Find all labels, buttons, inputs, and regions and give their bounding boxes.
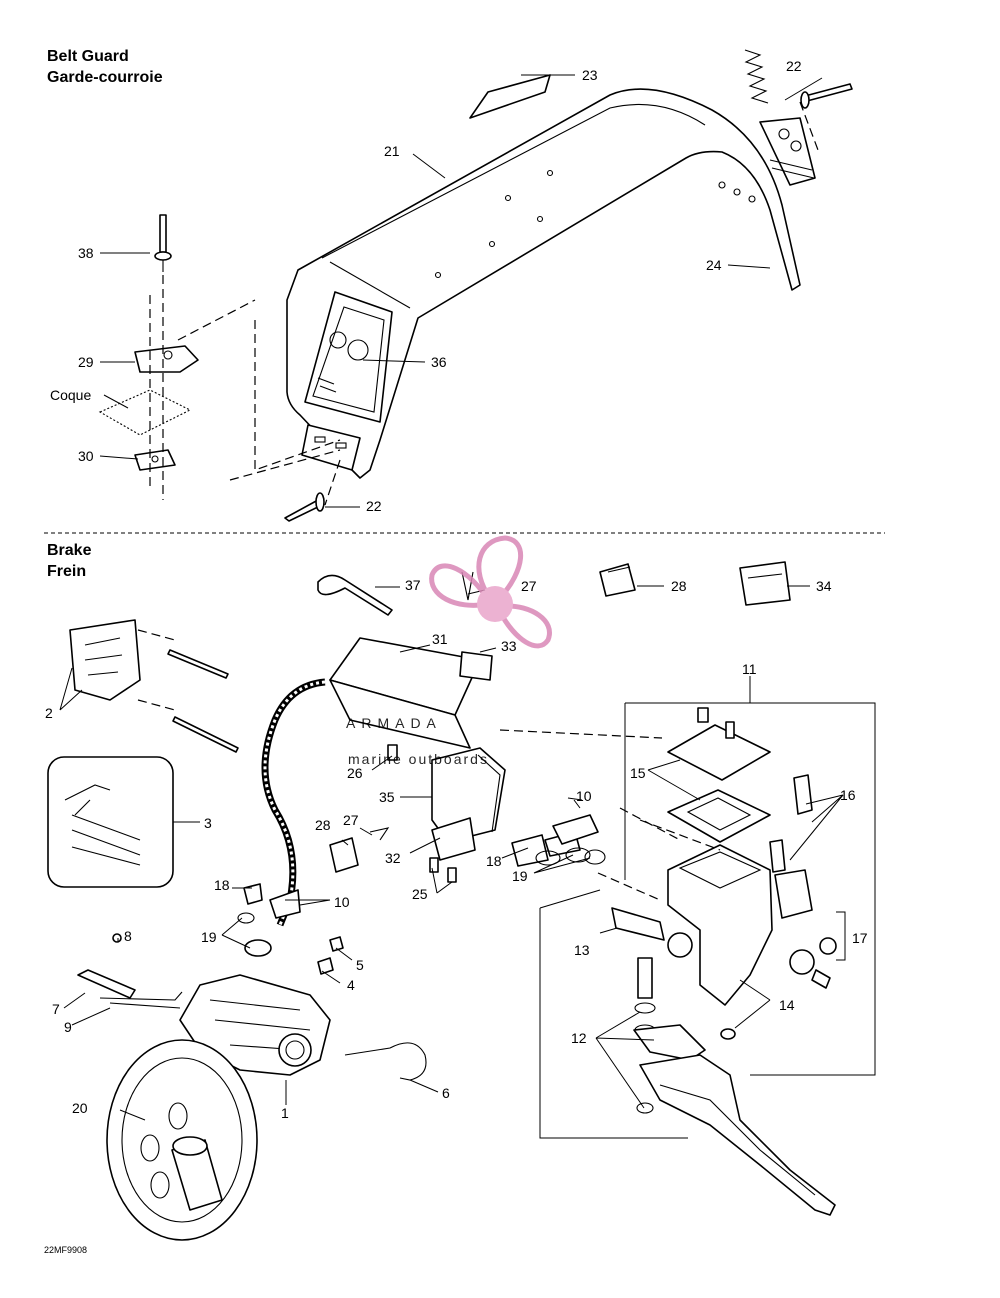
connector-28-left [329, 837, 359, 873]
callout-31: 31 [432, 631, 448, 647]
callout-29: 29 [78, 354, 94, 370]
callout-20: 20 [72, 1100, 88, 1116]
callout-18-master: 18 [486, 853, 502, 869]
propeller-hub [477, 586, 513, 622]
propeller-blade-left [429, 563, 491, 608]
belt-guard-title-fr: Garde-courroie [47, 69, 163, 86]
callout-12: 12 [571, 1030, 587, 1046]
callout-18-caliper: 18 [214, 877, 230, 893]
hull-plate [98, 389, 192, 436]
callout-10-master: 10 [576, 788, 592, 804]
callout-35: 35 [379, 789, 395, 805]
callout-23: 23 [582, 67, 598, 83]
callout-26: 26 [347, 765, 363, 781]
callout-36: 36 [431, 354, 447, 370]
brake-hose [261, 678, 326, 927]
callout-27-top: 27 [521, 578, 537, 594]
hardware-kit-box [47, 756, 174, 888]
callout-17: 17 [852, 930, 868, 946]
callout-19-caliper: 19 [201, 929, 217, 945]
brake-title-en: Brake [47, 542, 92, 559]
callout-5: 5 [356, 957, 364, 973]
callout-15: 15 [630, 765, 646, 781]
spring [744, 49, 769, 104]
connector-34 [739, 561, 791, 606]
callout-22-bottom: 22 [366, 498, 382, 514]
callout-2: 2 [45, 705, 53, 721]
connector-28-top [599, 563, 636, 597]
belt-guard-assembly [98, 49, 853, 522]
callout-28-middle: 28 [315, 817, 331, 833]
cable-tie [317, 574, 393, 616]
reservoir-gasket [667, 789, 771, 843]
callout-3: 3 [204, 815, 212, 831]
brake-bracket [69, 619, 141, 701]
callout-9: 9 [64, 1019, 72, 1035]
callout-14: 14 [779, 997, 795, 1013]
callout-30: 30 [78, 448, 94, 464]
callout-22-top: 22 [786, 58, 802, 74]
callout-34: 34 [816, 578, 832, 594]
callout-38: 38 [78, 245, 94, 261]
callout-27-middle: 27 [343, 812, 359, 828]
callout-7: 7 [52, 1001, 60, 1017]
callout-25: 25 [412, 886, 428, 902]
drawing-code: 22MF9908 [44, 1245, 88, 1255]
rivet-38 [159, 214, 167, 253]
rivet-top [804, 83, 853, 102]
brake-title-fr: Frein [47, 563, 87, 580]
propeller-blade-right [496, 603, 552, 649]
master-cylinder [667, 844, 773, 1006]
belt-guard-callouts: 21 22 23 24 29 30 36 38 22 Coque [50, 58, 802, 514]
switch-wire [344, 1042, 427, 1081]
warning-decal [304, 291, 393, 423]
callout-33: 33 [501, 638, 517, 654]
propeller-blade-top [476, 535, 523, 601]
belt-guard-leaders [99, 74, 823, 508]
brake-assembly [47, 561, 876, 1241]
callout-16: 16 [840, 787, 856, 803]
callout-10-caliper: 10 [334, 894, 350, 910]
callout-8: 8 [124, 928, 132, 944]
belt-guard-title-en: Belt Guard [47, 48, 129, 65]
watermark-tagline: marine outboards [348, 751, 489, 767]
watermark-name: ARMADA [346, 715, 442, 731]
callout-19-master: 19 [512, 868, 528, 884]
belt-guard-body [286, 88, 801, 479]
armada-watermark: ARMADA marine outboards [346, 535, 552, 767]
callout-13: 13 [574, 942, 590, 958]
brake-heading: Brake Frein [47, 540, 91, 582]
propeller-logo [429, 535, 552, 649]
belt-guard-heading: Belt Guard Garde-courroie [47, 46, 163, 88]
brake-leaders [59, 585, 846, 1121]
callout-32: 32 [385, 850, 401, 866]
brake-lever [639, 1054, 836, 1216]
coque-label: Coque [50, 387, 91, 403]
callout-37: 37 [405, 577, 421, 593]
guard-bracket [759, 117, 816, 186]
clip-30 [134, 449, 176, 471]
callout-24: 24 [706, 257, 722, 273]
callout-6: 6 [442, 1085, 450, 1101]
callout-11: 11 [742, 661, 757, 677]
callout-4: 4 [347, 977, 355, 993]
brake-callouts: 1 2 3 4 5 6 7 8 9 10 10 11 12 13 14 15 1… [45, 577, 868, 1121]
callout-21: 21 [384, 143, 400, 159]
brake-switch [431, 747, 506, 843]
callout-28-top: 28 [671, 578, 687, 594]
reservoir-cap [667, 724, 771, 781]
callout-1: 1 [281, 1105, 289, 1121]
decal-arrow [469, 74, 551, 119]
